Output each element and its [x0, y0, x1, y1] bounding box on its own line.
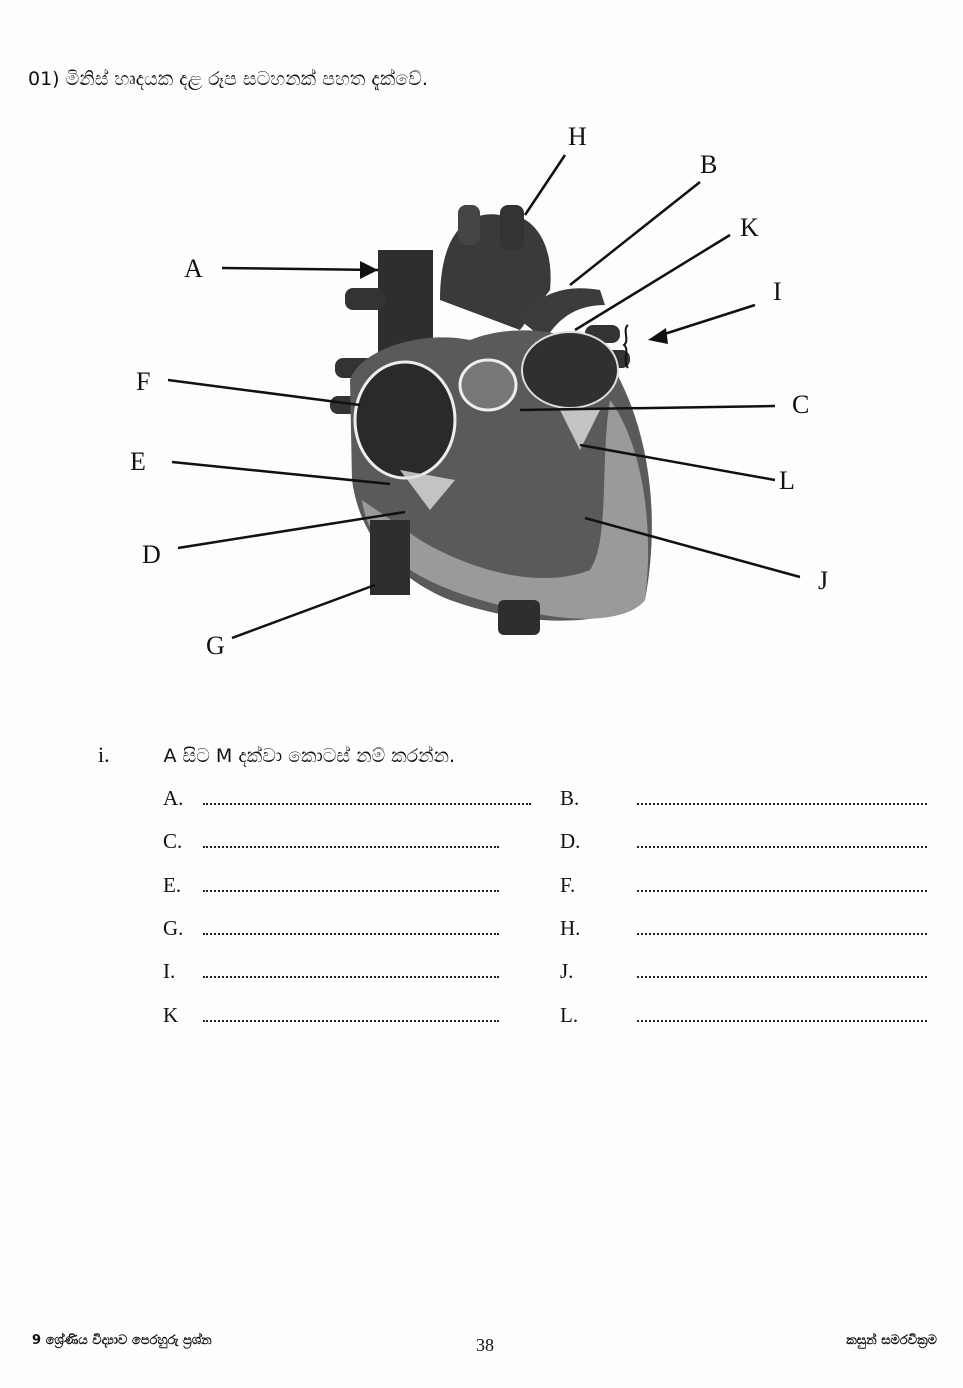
label-i: I [773, 277, 782, 306]
answer-row: L. [560, 1003, 927, 1028]
answer-blank[interactable] [203, 962, 499, 978]
answer-blank[interactable] [203, 876, 499, 892]
answer-key: L. [560, 1003, 579, 1027]
answer-key: A. [163, 786, 184, 810]
answer-blank[interactable] [203, 832, 499, 848]
answer-row: E. [163, 873, 499, 898]
answer-row: B. [560, 786, 927, 811]
answer-key: D. [560, 829, 581, 853]
answer-row: F. [560, 873, 927, 898]
answer-row: D. [560, 829, 927, 854]
answer-blank[interactable] [637, 789, 927, 805]
sub-question: i. A සිට M දක්වා කොටස් නම් කරන්න. [98, 742, 455, 768]
label-l: L [779, 466, 795, 495]
answer-blank[interactable] [203, 919, 499, 935]
label-j: J [818, 566, 829, 595]
answer-key: F. [560, 873, 576, 897]
label-a: A [184, 254, 203, 283]
answer-key: G. [163, 916, 184, 940]
sub-question-text: A සිට M දක්වා කොටස් නම් කරන්න. [163, 745, 456, 767]
answer-row: A. [163, 786, 531, 811]
label-d: D [142, 540, 161, 569]
answer-blank[interactable] [203, 789, 531, 805]
answer-key: K [163, 1003, 179, 1027]
label-k: K [740, 213, 759, 242]
answer-key: H. [560, 916, 581, 940]
label-f: F [136, 367, 151, 396]
footer-author: කසුන් සමරවික්‍රම [846, 1333, 937, 1348]
label-c: C [792, 390, 810, 419]
heart-illustration [330, 205, 652, 635]
label-h: H [568, 122, 587, 151]
answer-blank[interactable] [637, 962, 927, 978]
answer-row: G. [163, 916, 499, 941]
answer-blank[interactable] [637, 1006, 927, 1022]
answer-row: K [163, 1003, 499, 1028]
answer-blank[interactable] [637, 876, 927, 892]
answer-blank[interactable] [637, 832, 927, 848]
footer-book-title: 9 ශ්‍රේණිය විද්‍යාව පෙරහුරු ප්‍රශ්න [32, 1333, 212, 1348]
answer-key: E. [163, 873, 182, 897]
answer-key: B. [560, 786, 580, 810]
heart-diagram [167, 154, 801, 640]
page-number: 38 [476, 1335, 494, 1355]
pointer-lines [167, 154, 801, 640]
answer-blank[interactable] [637, 919, 927, 935]
answer-row: C. [163, 829, 499, 854]
label-b: B [700, 150, 718, 179]
label-g: G [206, 631, 225, 660]
answer-row: I. [163, 959, 499, 984]
answer-row: J. [560, 959, 927, 984]
answer-row: H. [560, 916, 927, 941]
answer-key: I. [163, 959, 176, 983]
label-e: E [130, 447, 146, 476]
answer-blank[interactable] [203, 1006, 499, 1022]
sub-question-number: i. [98, 742, 110, 767]
question-title: 01) මිනිස් හෘදයක දළ රූප සටහනක් පහත දැක්ව… [28, 68, 428, 90]
answer-key: C. [163, 829, 183, 853]
answer-key: J. [560, 959, 574, 983]
